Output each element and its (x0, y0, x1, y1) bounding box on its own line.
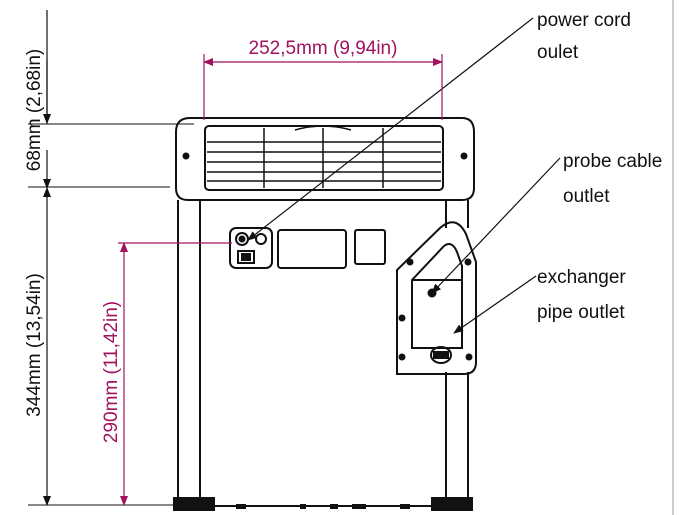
handle-screw-4 (464, 258, 472, 266)
handle-screw-1 (398, 314, 406, 322)
dim-outlet-height (118, 242, 232, 506)
leader-exchanger (453, 275, 537, 334)
display-panel (277, 229, 347, 269)
dim-outlet-height-label: 290mm (11,42in) (101, 301, 122, 443)
label-power-cord-line1: power cord (537, 10, 631, 31)
side-handle-inner (411, 243, 463, 349)
power-socket (229, 227, 273, 269)
dim-body-height (28, 187, 176, 506)
handle-screw-3 (406, 258, 414, 266)
handle-screw-5 (465, 353, 473, 361)
label-exchanger-line2: pipe outlet (537, 302, 625, 323)
label-probe-cable-line2: outlet (563, 186, 610, 207)
leader-lines (247, 17, 561, 334)
handle-screw-2 (398, 353, 406, 361)
vent-screw-right (460, 152, 468, 160)
small-panel (354, 229, 386, 265)
dim-top-height (28, 10, 194, 189)
dim-width (203, 54, 443, 120)
left-leg (173, 200, 215, 511)
vent-grille (207, 125, 441, 188)
base-details (236, 504, 410, 509)
vent-screw-left (182, 152, 190, 160)
label-exchanger-line1: exchanger (537, 267, 626, 288)
side-handle (396, 221, 477, 375)
exchanger-pipe-fitting (430, 346, 452, 364)
vent-housing (175, 117, 475, 201)
device-outline (173, 117, 477, 511)
dim-body-height-label: 344mm (13,54in) (24, 273, 45, 417)
dim-top-height-label: 68mm (2,68in) (24, 49, 45, 172)
dim-width-label: 252,5mm (9,94in) (249, 38, 398, 59)
leader-probe-cable (431, 157, 561, 294)
label-power-cord-line2: oulet (537, 42, 579, 63)
leader-power-cord (247, 17, 534, 241)
label-probe-cable-line1: probe cable (563, 151, 662, 172)
